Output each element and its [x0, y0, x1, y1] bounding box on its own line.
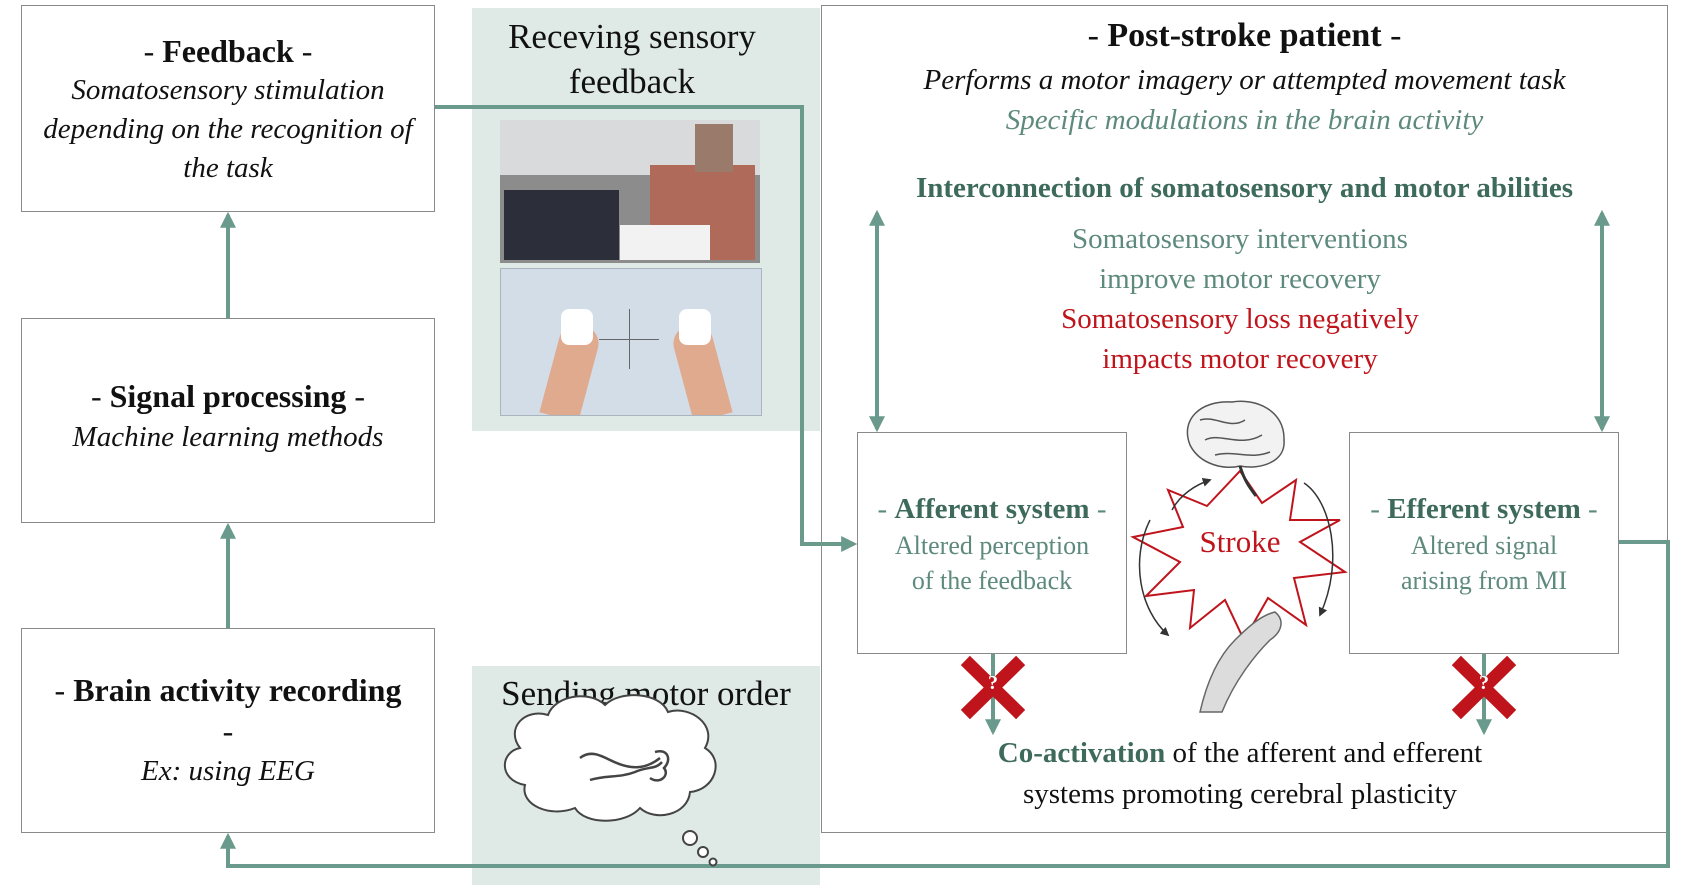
efferent-desc-2: arising from MI: [1400, 566, 1568, 595]
cross-mark-efferent: [1451, 655, 1517, 720]
coactivation-bold: Co-activation: [997, 737, 1166, 769]
question-mark-efferent: ?: [1479, 672, 1489, 694]
cycle-arrow-left-top: [1171, 478, 1212, 511]
virtual-hands-image: [500, 268, 762, 416]
arm-icon: [1199, 611, 1282, 713]
feedback-dash-right: -: [293, 33, 313, 69]
afferent-system-box: - Afferent system - Altered perception o…: [857, 432, 1127, 654]
receiving-feedback-title: Receving sensory feedback: [508, 17, 756, 101]
efferent-dash-left: -: [1370, 493, 1388, 525]
patient-modulation-line: Specific modulations in the brain activi…: [1005, 104, 1484, 136]
efferent-system-box: - Efferent system - Altered signal arisi…: [1349, 432, 1619, 654]
feedback-box: - Feedback - Somatosensory stimulation d…: [21, 5, 435, 212]
afferent-dash-right: -: [1089, 493, 1107, 525]
patient-title-text: Post-stroke patient: [1107, 17, 1382, 54]
recording-subtitle: Ex: using EEG: [141, 755, 315, 787]
patient-dash-left: -: [1087, 17, 1108, 54]
feedback-subtitle: Somatosensory stimulation depending on t…: [43, 74, 413, 184]
coactivation-rest: of the afferent and efferent: [1165, 737, 1483, 769]
patient-photo: [500, 120, 760, 263]
coactivation-text: Co-activation of the afferent and effere…: [900, 733, 1580, 815]
somatosensory-interventions-text: Somatosensory interventions improve moto…: [950, 219, 1530, 299]
green-text-line-2: improve motor recovery: [1099, 263, 1381, 295]
red-text-line-1: Somatosensory loss negatively: [1061, 303, 1419, 335]
stroke-label: Stroke: [1199, 524, 1281, 559]
question-mark-afferent: ?: [988, 672, 998, 694]
arrow-efferent-to-recording: [220, 540, 1670, 868]
thought-cloud-icon: [503, 694, 718, 867]
signal-processing-box: - Signal processing - Machine learning m…: [21, 318, 435, 523]
signal-title: Signal processing: [109, 378, 347, 414]
arrow-feedback-to-afferent: [435, 105, 858, 552]
interconnection-heading: Interconnection of somatosensory and mot…: [915, 172, 1574, 204]
efferent-dash-right: -: [1580, 493, 1598, 525]
patient-task-line: Performs a motor imagery or attempted mo…: [923, 64, 1566, 96]
recording-dash-left: -: [54, 672, 74, 708]
afferent-title: Afferent system: [894, 493, 1090, 525]
recording-title: Brain activity recording: [73, 672, 402, 708]
efferent-title: Efferent system: [1387, 493, 1581, 525]
brain-recording-box: - Brain activity recording - Ex: using E…: [21, 628, 435, 833]
feedback-dash-left: -: [143, 33, 163, 69]
coactivation-line-2: systems promoting cerebral plasticity: [1022, 778, 1458, 810]
signal-subtitle: Machine learning methods: [72, 421, 384, 453]
patient-dash-right: -: [1381, 17, 1402, 54]
efferent-desc-1: Altered signal: [1410, 531, 1558, 560]
recording-dash-right: -: [222, 713, 234, 749]
cross-mark-afferent: [960, 655, 1026, 720]
feedback-title: Feedback: [162, 33, 294, 69]
signal-dash-right: -: [346, 378, 366, 414]
green-text-line-1: Somatosensory interventions: [1072, 223, 1408, 255]
cycle-arrow-right: [1303, 482, 1334, 617]
somatosensory-loss-text: Somatosensory loss negatively impacts mo…: [950, 299, 1530, 379]
brain-icon: [1186, 400, 1285, 497]
patient-title: - Post-stroke patient -: [821, 14, 1668, 58]
afferent-desc-1: Altered perception: [894, 531, 1090, 560]
afferent-desc-2: of the feedback: [911, 566, 1073, 595]
red-text-line-2: impacts motor recovery: [1102, 343, 1378, 375]
afferent-dash-left: -: [877, 493, 895, 525]
cycle-arrow-left: [1138, 519, 1170, 637]
signal-dash-left: -: [90, 378, 110, 414]
